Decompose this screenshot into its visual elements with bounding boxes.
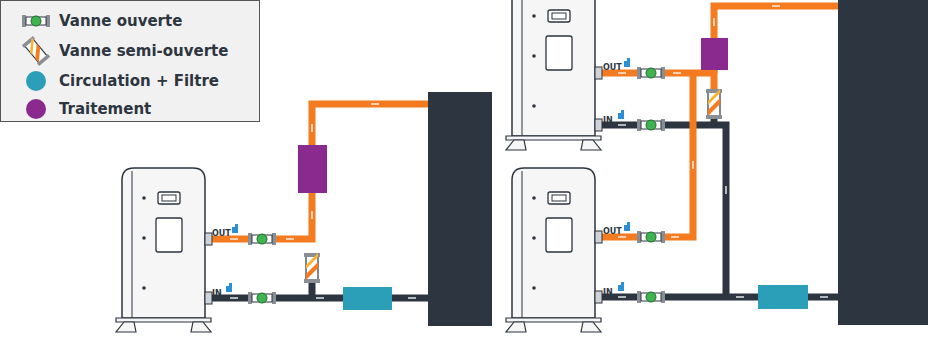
port-label: IN [603,289,613,297]
port-label: OUT [603,64,622,72]
legend-text: Vanne semi-ouverte [59,42,228,60]
port-label: IN [603,117,613,125]
legend-text: Vanne ouverte [59,12,182,30]
legend-panel: Vanne ouverteVanne semi-ouverteCirculati… [0,0,260,122]
legend-swatch [26,71,46,91]
port-label: IN [212,290,222,298]
port-label: OUT [212,230,231,238]
legend-valve-icons [1,1,61,71]
legend-swatch [26,99,46,119]
legend-text: Circulation + Filtre [59,72,219,90]
legend-text: Traitement [59,100,151,118]
port-label: OUT [603,228,622,236]
